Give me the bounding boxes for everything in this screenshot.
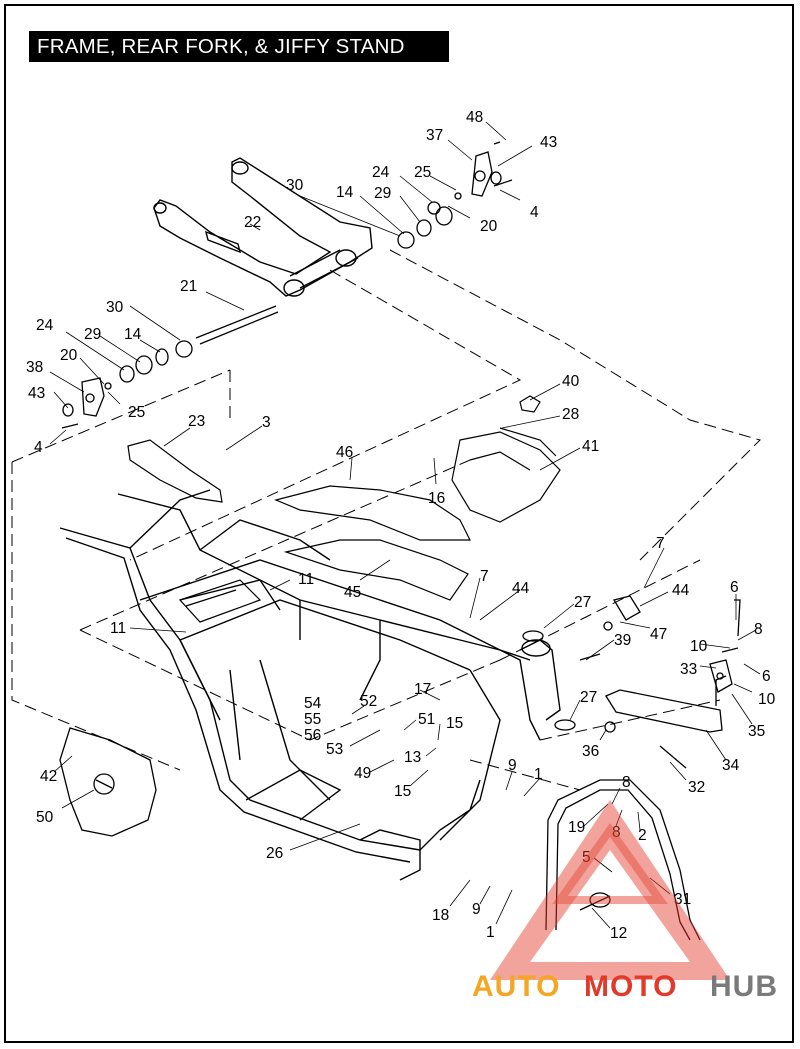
callout-label: 20 xyxy=(480,218,498,235)
callout-label: 53 xyxy=(326,741,343,758)
callout-label: 38 xyxy=(26,359,43,376)
left-side-cover xyxy=(59,727,157,837)
callout-label: 18 xyxy=(432,907,449,924)
main-frame xyxy=(59,489,561,881)
watermark-part-auto: AUTO xyxy=(472,970,560,1003)
callout-label: 22 xyxy=(244,214,261,231)
callout-label: 19 xyxy=(568,819,585,836)
callout-label: 31 xyxy=(674,891,691,908)
callout-label: 1 xyxy=(486,924,495,941)
callout-label: 12 xyxy=(610,925,627,942)
callout-label: 24 xyxy=(372,164,390,181)
watermark-logo xyxy=(490,800,730,980)
callout-label: 8 xyxy=(754,621,763,638)
callout-label: 43 xyxy=(540,134,557,151)
callout-label: 13 xyxy=(404,749,421,766)
callout-label: 47 xyxy=(650,626,667,643)
callout-label: 29 xyxy=(84,326,101,343)
callout-label: 1 xyxy=(534,766,543,783)
callout-label: 20 xyxy=(60,347,78,364)
callout-label: 35 xyxy=(748,723,765,740)
callout-label: 42 xyxy=(40,768,57,785)
callout-label: 10 xyxy=(690,638,708,655)
callout-label: 3 xyxy=(262,414,271,431)
callout-label: 46 xyxy=(336,444,353,461)
callout-label: 15 xyxy=(446,715,463,732)
callout-label: 32 xyxy=(688,779,705,796)
callout-label: 36 xyxy=(582,743,599,760)
callout-label: 54 xyxy=(304,695,322,712)
callout-label: 2 xyxy=(638,827,647,844)
watermark-part-moto: MOTO xyxy=(584,970,677,1003)
callout-label: 16 xyxy=(428,490,445,507)
callout-label: 40 xyxy=(562,373,580,390)
callout-label: 9 xyxy=(508,757,517,774)
callout-label: 11 xyxy=(110,620,126,637)
callout-label: 26 xyxy=(266,845,283,862)
callout-label: 30 xyxy=(286,177,304,194)
callout-label: 29 xyxy=(374,185,391,202)
watermark-part-hub: HUB xyxy=(710,970,778,1003)
callout-label: 23 xyxy=(188,413,205,430)
callout-label: 5 xyxy=(582,849,591,866)
callout-label: 11 xyxy=(298,571,314,588)
callout-label: 14 xyxy=(124,326,142,343)
callout-label: 30 xyxy=(106,299,124,316)
callout-label: 17 xyxy=(414,681,431,698)
callout-label: 56 xyxy=(304,727,321,744)
callout-leaders xyxy=(49,121,761,929)
pivot-shaft-assembly xyxy=(61,141,513,429)
callout-label: 8 xyxy=(622,774,631,791)
callout-label: 27 xyxy=(580,689,597,706)
callout-label: 7 xyxy=(656,535,665,552)
callout-label: 10 xyxy=(758,691,776,708)
callout-label: 7 xyxy=(480,568,489,585)
callout-label: 37 xyxy=(426,127,443,144)
engine-guard xyxy=(545,779,701,941)
callout-label: 24 xyxy=(36,317,54,334)
watermark-text: AUTO MOTO HUB xyxy=(472,970,778,1003)
callout-label: 49 xyxy=(354,765,371,782)
callout-label: 6 xyxy=(762,668,771,685)
callout-label: 8 xyxy=(612,824,621,841)
callout-label: 41 xyxy=(582,438,599,455)
callout-label: 34 xyxy=(722,757,740,774)
callout-label: 4 xyxy=(530,204,539,221)
callout-label: 39 xyxy=(614,632,631,649)
callout-label: 28 xyxy=(562,406,579,423)
callout-label: 48 xyxy=(466,109,483,126)
inner-frame-structures xyxy=(127,395,561,623)
rear-fork xyxy=(153,157,373,297)
callout-label: 6 xyxy=(730,579,739,596)
callout-label: 14 xyxy=(336,184,354,201)
callout-label: 33 xyxy=(680,661,697,678)
page-border xyxy=(4,4,794,1043)
callout-label: 15 xyxy=(394,783,411,800)
callout-label: 52 xyxy=(360,693,377,710)
callout-label: 43 xyxy=(28,385,45,402)
callout-label: 25 xyxy=(128,404,145,421)
callout-label: 50 xyxy=(36,809,54,826)
callout-label: 51 xyxy=(418,711,435,728)
callout-label: 25 xyxy=(414,164,431,181)
callout-label: 21 xyxy=(180,278,197,295)
callout-label: 44 xyxy=(512,580,530,597)
callout-label: 45 xyxy=(344,584,361,601)
watermark-triangle-icon xyxy=(490,800,730,980)
diagram-title: FRAME, REAR FORK, & JIFFY STAND xyxy=(29,31,449,62)
callout-label: 44 xyxy=(672,582,690,599)
callout-label: 27 xyxy=(574,594,591,611)
callout-labels: 48 37 43 25 24 30 14 29 4 20 22 21 30 24… xyxy=(26,109,776,942)
jiffy-stand-assembly xyxy=(522,595,741,769)
callout-label: 55 xyxy=(304,711,321,728)
assembly-guide-lines xyxy=(11,249,761,791)
callout-label: 4 xyxy=(34,439,43,456)
callout-label: 9 xyxy=(472,901,481,918)
